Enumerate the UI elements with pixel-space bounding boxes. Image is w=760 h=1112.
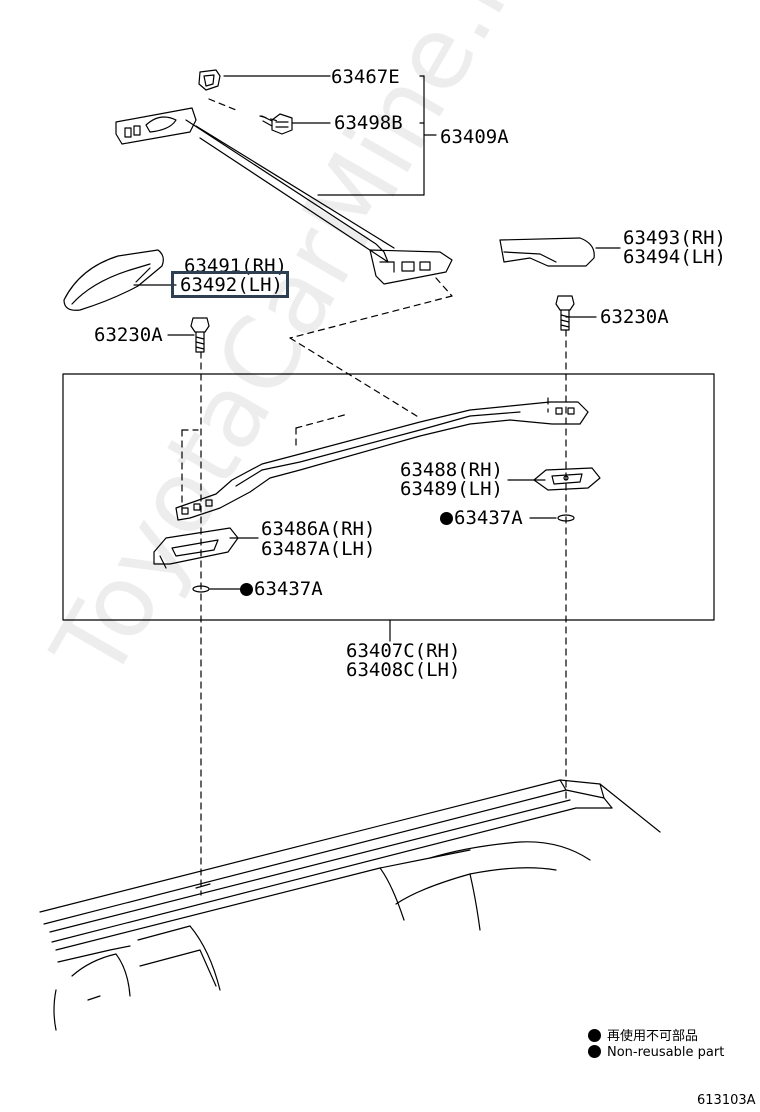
- bolt-63230a-right: [555, 295, 575, 331]
- label-63488-rh: 63488(RH): [400, 459, 503, 481]
- label-63230a-right: 63230A: [600, 306, 669, 328]
- label-63409a: 63409A: [440, 126, 509, 148]
- label-63407c-rh: 63407C(RH): [346, 640, 461, 662]
- bullet-icon: [588, 1029, 601, 1042]
- rail-support-63488: [533, 467, 601, 491]
- cross-bar-63409a: [115, 107, 453, 285]
- legend-english-text: Non-reusable part: [607, 1045, 725, 1060]
- dashed-lines: [181, 98, 567, 896]
- label-63489-lh: 63489(LH): [400, 478, 503, 500]
- screw-63498b: [261, 113, 293, 135]
- rail-support-63486a: [153, 527, 239, 569]
- label-63437a-right: 63437A: [440, 508, 523, 528]
- label-63492-lh-highlighted: 63492(LH): [171, 271, 289, 298]
- label-63467e: 63467E: [331, 66, 400, 88]
- figure-number: 613103A: [697, 1093, 756, 1108]
- label-63437a-left: 63437A: [240, 579, 323, 599]
- bolt-63230a-left: [190, 317, 210, 353]
- label-63230a-left: 63230A: [94, 324, 163, 346]
- clip-63467e: [198, 69, 221, 91]
- bullet-icon: [588, 1045, 601, 1058]
- detail-frame: [62, 373, 715, 621]
- end-cover-63493: [499, 237, 595, 267]
- label-63486a-rh: 63486A(RH): [261, 518, 376, 540]
- label-63487a-lh: 63487A(LH): [261, 538, 376, 560]
- label-63498b: 63498B: [334, 112, 403, 134]
- leader-lines: [133, 75, 621, 642]
- washer-63437a-left: [192, 585, 210, 593]
- end-cover-63491: [63, 249, 164, 311]
- label-63494-lh: 63494(LH): [623, 246, 726, 268]
- label-63493-rh: 63493(RH): [623, 227, 726, 249]
- washer-63437a-right: [557, 514, 575, 522]
- roof-rail-63407c: [175, 401, 589, 521]
- legend-japanese: 再使用不可部品: [588, 1025, 698, 1044]
- vehicle-roof: [39, 779, 661, 1031]
- legend-japanese-text: 再使用不可部品: [607, 1029, 699, 1044]
- legend-english: Non-reusable part: [588, 1045, 724, 1060]
- label-63408c-lh: 63408C(LH): [346, 659, 461, 681]
